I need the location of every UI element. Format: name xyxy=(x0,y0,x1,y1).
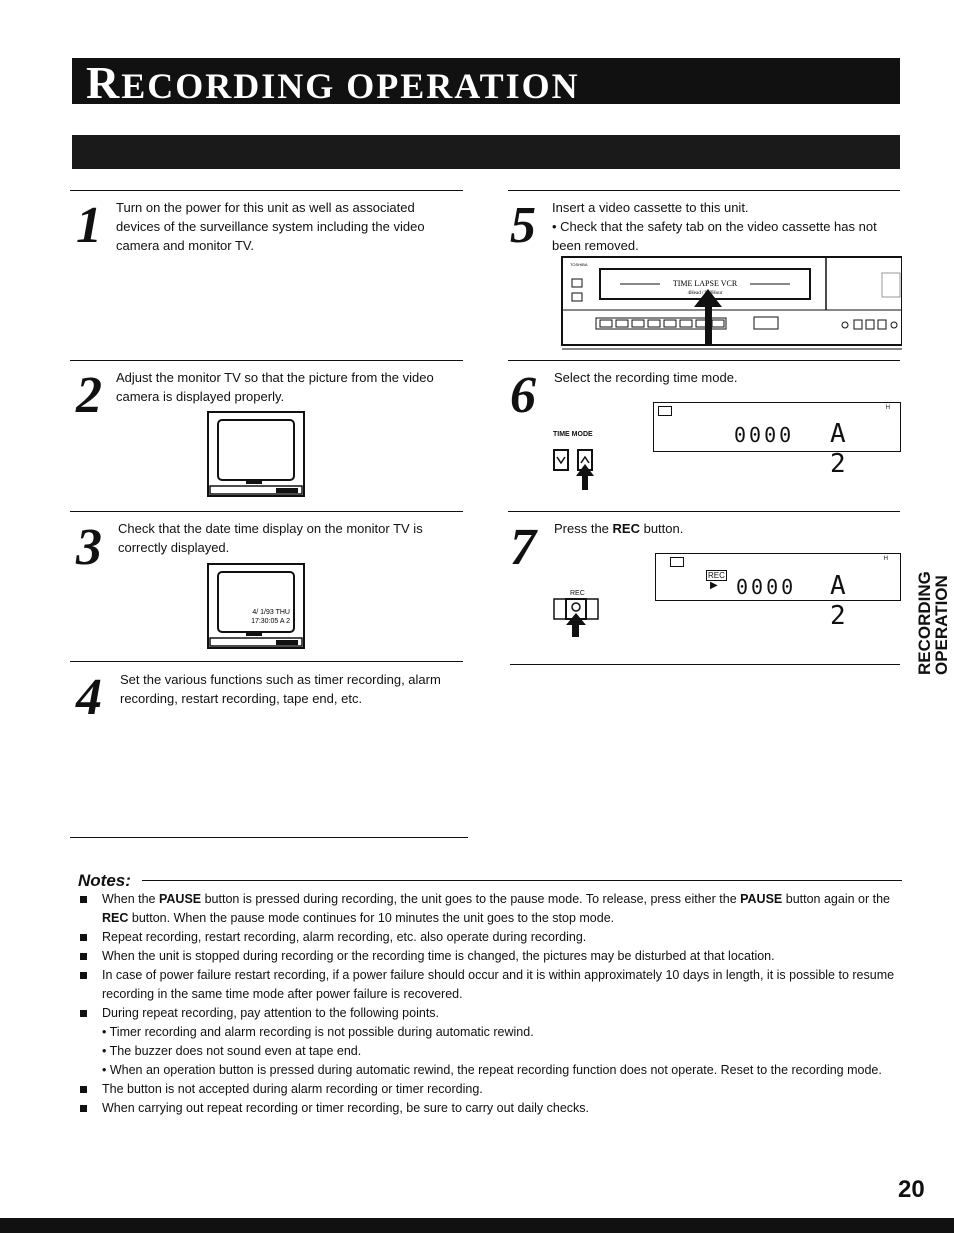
page-number: 20 xyxy=(898,1176,925,1203)
monitor-tv-datetime-illustration: 4/ 1/93 THU 17:30:05 A 2 xyxy=(207,563,305,649)
title-bar xyxy=(72,58,900,104)
tv-date-text: 4/ 1/93 THU xyxy=(252,609,290,616)
divider xyxy=(508,360,900,361)
note-item: When carrying out repeat recording or ti… xyxy=(76,1099,898,1118)
step-number: 2 xyxy=(76,367,102,424)
monitor-tv-illustration xyxy=(207,411,305,497)
tape-icon xyxy=(670,557,684,567)
step-number: 5 xyxy=(510,197,536,254)
note-item: In case of power failure restart recordi… xyxy=(76,966,898,1004)
bullet-icon xyxy=(80,1105,87,1112)
note-item: During repeat recording, pay attention t… xyxy=(76,1004,898,1023)
divider xyxy=(508,190,900,191)
rec-label: REC xyxy=(570,590,585,597)
note-subitem: • Timer recording and alarm recording is… xyxy=(102,1025,534,1039)
step-text: Select the recording time mode. xyxy=(554,370,738,385)
divider xyxy=(70,190,463,191)
bullet-icon xyxy=(80,1010,87,1017)
divider xyxy=(508,511,900,512)
bullet-icon xyxy=(80,972,87,979)
step-number: 6 xyxy=(510,367,536,424)
lcd-display-time-mode: H 0000 A 2 xyxy=(653,402,901,479)
tv-time-text: 17:30:05 A 2 xyxy=(251,618,290,625)
note-subitem: • When an operation button is pressed du… xyxy=(102,1063,882,1077)
divider xyxy=(142,880,902,881)
section-banner xyxy=(72,135,900,169)
step-number: 3 xyxy=(76,519,102,576)
note-subitem: • The buzzer does not sound even at tape… xyxy=(102,1044,362,1058)
bullet-icon xyxy=(80,934,87,941)
note-item: Repeat recording, restart recording, ala… xyxy=(76,928,898,947)
lcd-counter: 0000 xyxy=(734,423,795,447)
divider xyxy=(70,837,468,838)
vcr-model-label: TIME LAPSE VCR xyxy=(673,279,738,288)
step-text: Adjust the monitor TV so that the pictur… xyxy=(116,370,434,404)
step-number: 1 xyxy=(76,197,102,254)
lcd-display-recording: H REC ▶ 0000 A 2 xyxy=(655,553,901,631)
note-item: When the PAUSE button is pressed during … xyxy=(76,890,898,928)
divider xyxy=(70,360,463,361)
step-text: Turn on the power for this unit as well … xyxy=(116,200,425,253)
notes-list: When the PAUSE button is pressed during … xyxy=(76,890,898,1118)
page-title: RECORDING OPERATION xyxy=(86,57,580,108)
bullet-icon xyxy=(80,896,87,903)
arrow-up-icon xyxy=(576,464,594,476)
lcd-mode: A 2 xyxy=(830,571,860,631)
note-item: The button is not accepted during alarm … xyxy=(76,1080,898,1099)
step-text: Check that the date time display on the … xyxy=(118,521,423,555)
note-item: When the unit is stopped during recordin… xyxy=(76,947,898,966)
section-side-tab: RECORDING OPERATION xyxy=(915,571,951,675)
bullet-icon xyxy=(80,953,87,960)
lcd-counter: 0000 xyxy=(736,575,797,599)
play-icon: ▶ xyxy=(710,580,718,591)
step-text: Press the REC button. xyxy=(554,521,684,536)
arrow-up-icon xyxy=(566,613,586,625)
tape-icon xyxy=(658,406,672,416)
rec-indicator: REC xyxy=(706,570,727,581)
step-text: Insert a video cassette to this unit. • … xyxy=(552,200,877,253)
notes-heading: Notes: xyxy=(78,871,131,890)
vcr-illustration: TIME LAPSE VCR 4Head / 960Hour TOSHIBA xyxy=(561,256,902,350)
step-text: Set the various functions such as timer … xyxy=(120,672,441,706)
rec-button-illustration xyxy=(553,598,599,637)
time-mode-buttons xyxy=(553,449,594,490)
vcr-brand: TOSHIBA xyxy=(570,262,588,267)
divider xyxy=(510,664,900,665)
divider xyxy=(70,511,463,512)
divider xyxy=(70,661,463,662)
time-mode-down-button xyxy=(553,449,569,471)
step-number: 4 xyxy=(76,669,102,726)
time-mode-label: TIME MODE xyxy=(553,431,593,438)
footer-bar xyxy=(0,1218,954,1233)
bullet-icon xyxy=(80,1086,87,1093)
lcd-mode: A 2 xyxy=(830,419,860,479)
step-number: 7 xyxy=(510,519,536,576)
